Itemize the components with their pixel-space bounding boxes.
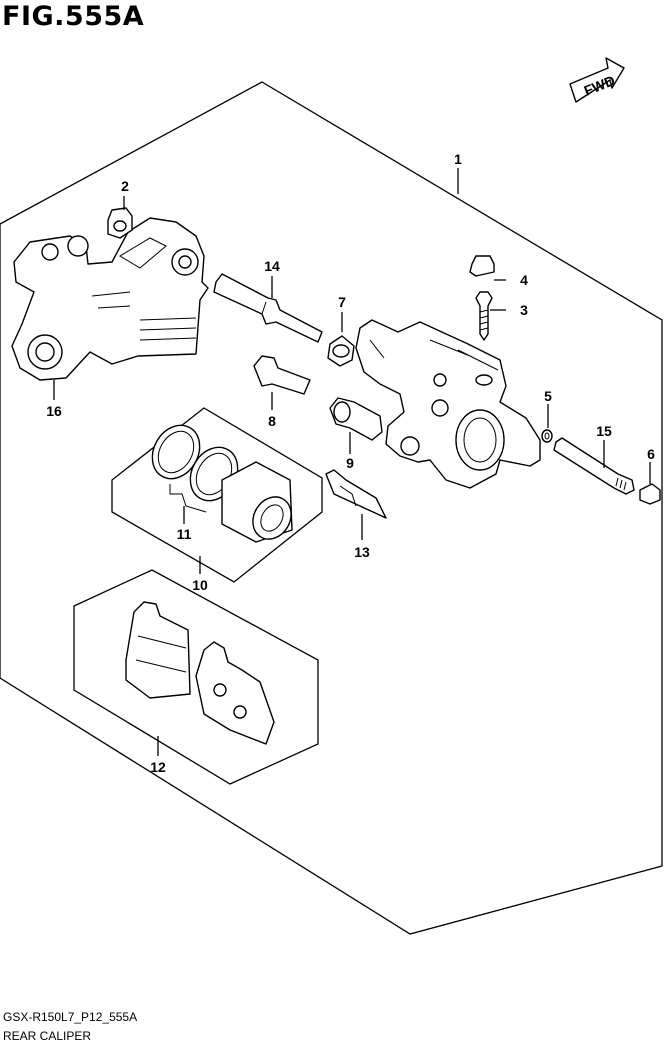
- callout-2: 2: [121, 178, 129, 194]
- part-2-bushing: [107, 207, 133, 239]
- part-13-pad-spring: [325, 469, 387, 519]
- callout-1: 1: [454, 151, 462, 167]
- callout-16: 16: [46, 403, 62, 419]
- part-9-bolt: [329, 397, 383, 441]
- part-10-piston-set: [111, 407, 323, 583]
- callout-14: 14: [264, 258, 280, 274]
- part-4-bleeder-cap: [469, 255, 495, 277]
- callout-4: 4: [520, 272, 528, 288]
- part-16-caliper-bracket: [11, 217, 209, 381]
- part-12-brake-pads: [73, 569, 319, 785]
- model-code: GSX-R150L7_P12_555A: [3, 1010, 138, 1024]
- leader-lines: [53, 168, 651, 756]
- callout-11: 11: [177, 526, 192, 542]
- part-7-boot: [327, 335, 355, 367]
- part-8-pin-bolt: [253, 355, 311, 395]
- assembly-boundary: [0, 81, 663, 935]
- fwd-label: FWD: [582, 72, 618, 99]
- part-6-plug: [639, 483, 661, 505]
- part-5-washer: [541, 429, 553, 443]
- figure-title: FIG.555A: [2, 1, 145, 32]
- part-14-slide-pin: [213, 273, 323, 343]
- callout-3: 3: [520, 302, 528, 318]
- callout-10: 10: [192, 577, 208, 593]
- part-15-pad-pin: [553, 437, 635, 495]
- callout-15: 15: [596, 423, 612, 439]
- part-3-bleeder-valve: [475, 291, 493, 341]
- assembly-name: REAR CALIPER: [3, 1029, 92, 1043]
- callout-9: 9: [346, 455, 354, 471]
- callout-5: 5: [544, 388, 552, 404]
- callout-7: 7: [338, 294, 346, 310]
- callout-12: 12: [150, 759, 166, 775]
- callout-6: 6: [647, 446, 655, 462]
- callout-8: 8: [268, 413, 276, 429]
- fwd-arrow-icon: FWD: [569, 57, 625, 103]
- caliper-body: [355, 319, 541, 489]
- callout-13: 13: [354, 544, 370, 560]
